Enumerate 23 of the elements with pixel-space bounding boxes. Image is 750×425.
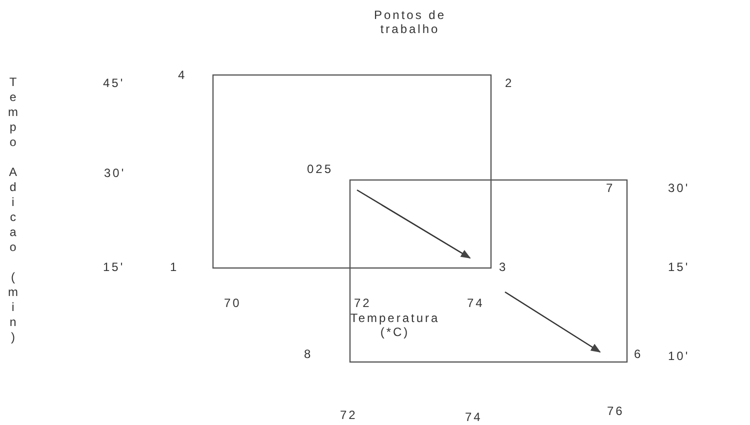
point-number: 3	[499, 260, 508, 274]
tick-label: 72	[340, 408, 358, 422]
tick-label: 45'	[103, 76, 125, 90]
point-number: 2	[505, 76, 514, 90]
point-number: 025	[307, 162, 334, 176]
tick-label: 72	[354, 296, 372, 310]
axis-title: Temperatura (*C)	[349, 311, 441, 339]
point-number: 1	[170, 260, 179, 274]
tick-label: 74	[467, 296, 484, 310]
point-number: 8	[304, 347, 313, 361]
point-number: 4	[178, 68, 187, 82]
tick-label: 15'	[103, 260, 125, 274]
point-number: 7	[606, 181, 615, 195]
tick-label: 30'	[104, 166, 126, 180]
tick-label: 10'	[668, 349, 690, 363]
tick-label: 30'	[668, 181, 690, 195]
tick-label: 74	[465, 410, 482, 424]
point-number: 6	[634, 347, 643, 361]
tick-label: 76	[607, 404, 624, 418]
chart-title: Pontos de trabalho	[372, 8, 448, 36]
tick-label: 70	[224, 296, 242, 310]
axis-title: Tempo Adicao (min)	[6, 75, 21, 345]
tick-label: 15'	[668, 260, 690, 274]
